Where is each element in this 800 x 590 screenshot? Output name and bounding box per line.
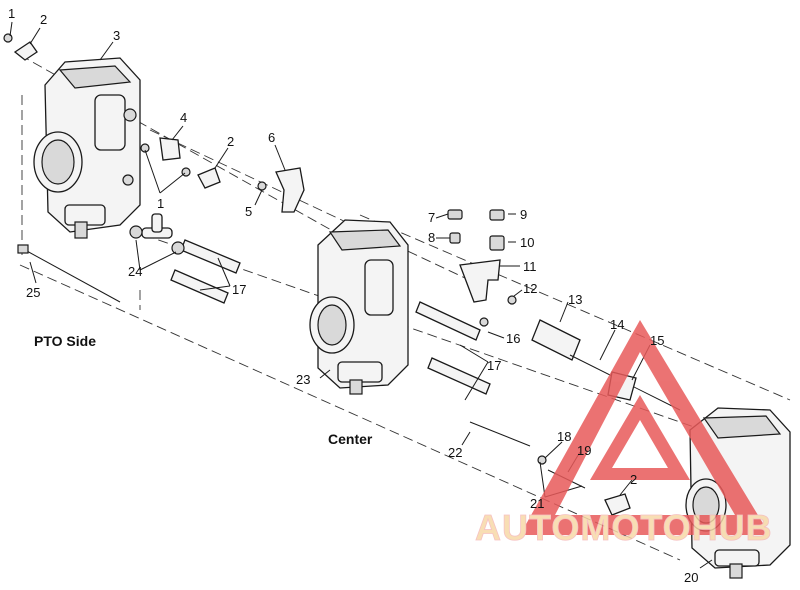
callout-number: 25	[26, 285, 40, 300]
callout-number: 19	[577, 443, 591, 458]
callout-number: 6	[268, 130, 275, 145]
callout-number: 14	[610, 317, 624, 332]
callout-number: 1	[8, 6, 15, 21]
callout-number: 15	[650, 333, 664, 348]
callout-number: 22	[448, 445, 462, 460]
callout-number: 12	[523, 281, 537, 296]
watermark: AUTOMOTOHUB	[475, 320, 773, 548]
callout-number: 1	[157, 196, 164, 211]
pto-carburetor-body	[33, 57, 141, 239]
callout-number: 13	[568, 292, 582, 307]
callout-number: 10	[520, 235, 534, 250]
callout-number: 2	[40, 12, 47, 27]
callout-number: 24	[128, 264, 142, 279]
callout-number: 17	[487, 358, 501, 373]
callouts: 1 2 3 4 2 1 6 5 7 8 9 10 11 12 13 14 15 …	[8, 6, 698, 585]
pto-side-label: PTO Side	[34, 333, 96, 349]
callout-number: 9	[520, 207, 527, 222]
tee-fitting	[129, 213, 185, 255]
callout-number: 18	[557, 429, 571, 444]
watermark-inner-triangle	[590, 395, 690, 480]
callout-number: 7	[428, 210, 435, 225]
callout-number: 11	[523, 259, 537, 274]
callout-number: 23	[296, 372, 310, 387]
callout-number: 5	[245, 204, 252, 219]
watermark-text: AUTOMOTOHUB	[475, 507, 773, 548]
callout-number: 16	[506, 331, 520, 346]
center-label: Center	[328, 431, 373, 447]
callout-number: 2	[227, 134, 234, 149]
callout-number: 17	[232, 282, 246, 297]
callout-number: 2	[630, 472, 637, 487]
callout-number: 20	[684, 570, 698, 585]
watermark-triangle	[520, 320, 770, 535]
callout-number: 8	[428, 230, 435, 245]
center-carburetor-body	[309, 219, 409, 395]
callout-number: 4	[180, 110, 187, 125]
long-rod	[17, 244, 121, 303]
callout-number: 21	[530, 496, 544, 511]
callout-number: 3	[113, 28, 120, 43]
